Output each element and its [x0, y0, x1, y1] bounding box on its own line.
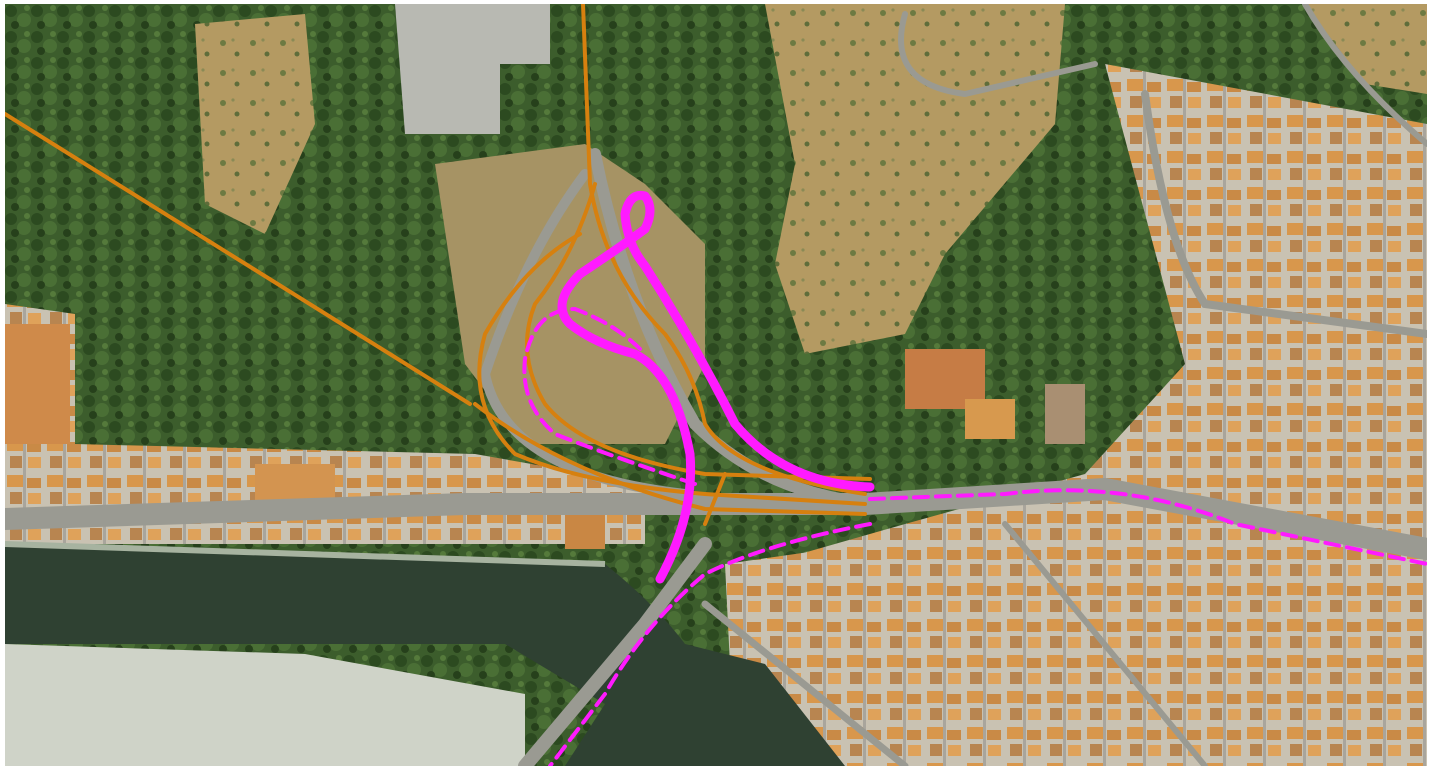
aerial-map[interactable] — [5, 4, 1427, 766]
building-block — [565, 509, 605, 549]
orange-loop-inner — [525, 182, 872, 481]
proposed-route-solid — [557, 190, 875, 584]
building-block — [5, 324, 70, 444]
building-block — [1045, 384, 1085, 444]
river-bank — [5, 541, 606, 567]
dry-hillside — [1305, 4, 1427, 94]
orange-line-south — [703, 472, 727, 526]
dry-hillside — [765, 4, 1065, 354]
river — [5, 544, 845, 766]
orange-line-northwest — [5, 112, 472, 406]
building-block — [965, 399, 1015, 439]
proposed-route-dashed — [522, 306, 1427, 766]
city-west — [5, 304, 645, 544]
dry-slope — [195, 14, 315, 234]
industrial-buildings — [395, 4, 550, 134]
southwest-complex — [5, 644, 525, 766]
city-south-center — [725, 524, 1105, 766]
map-frame[interactable] — [5, 4, 1427, 766]
